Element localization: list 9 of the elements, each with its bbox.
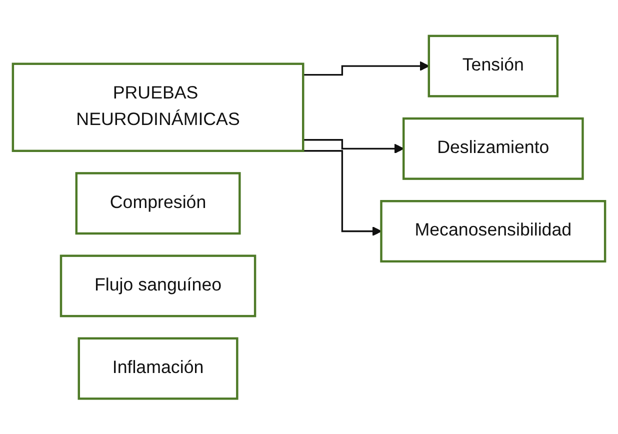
node-box: Flujo sanguíneo	[60, 254, 256, 317]
arrow	[303, 60, 430, 76]
node-box: Inflamación	[78, 336, 238, 400]
node-box: Deslizamiento	[402, 117, 584, 180]
node-box: Compresión	[75, 172, 241, 234]
node-box: PRUEBAS NEURODINÁMICAS	[12, 62, 304, 152]
node-box: Tensión	[428, 34, 559, 98]
arrow	[303, 138, 404, 154]
node-box: Mecanosensibilidad	[380, 200, 606, 262]
